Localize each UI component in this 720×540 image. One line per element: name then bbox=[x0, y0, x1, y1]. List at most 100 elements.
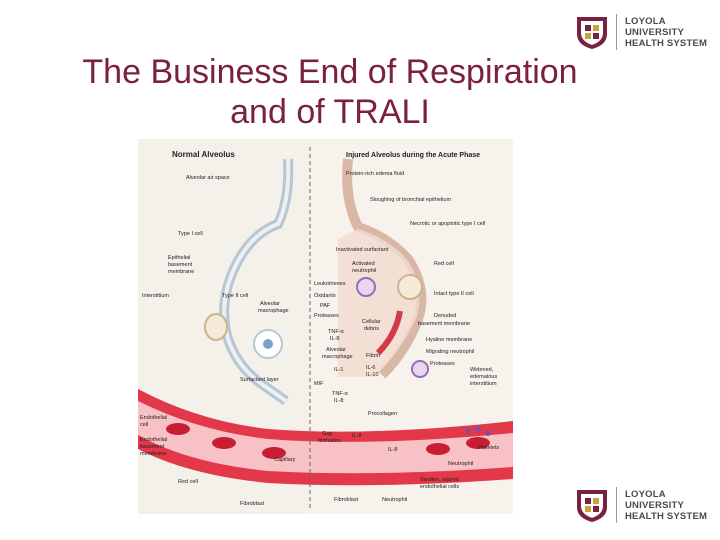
label-tnf-il8-a2: IL-8 bbox=[330, 336, 339, 342]
label-endo-bm-1: Endothelial bbox=[140, 437, 167, 443]
edema-fluid bbox=[338, 229, 420, 377]
label-il6-1: IL-6 bbox=[366, 365, 375, 371]
platelet bbox=[465, 428, 471, 434]
label-widened-3: interstitium bbox=[470, 381, 497, 387]
injured-alveolar-wall bbox=[342, 158, 427, 379]
label-widened-1: Widened, bbox=[470, 367, 494, 373]
logo-divider bbox=[616, 487, 617, 523]
label-alveolar-air-space: Alveolar air space bbox=[186, 175, 230, 181]
label-right-macrophage-1: Alveolar bbox=[326, 347, 346, 353]
type2-cell-intact bbox=[397, 274, 423, 300]
label-endo-bm-2: basement bbox=[140, 444, 165, 450]
label-inactivated-surfactant: Inactivated surfactant bbox=[336, 247, 389, 253]
label-cellular-debris-1: Cellular bbox=[362, 319, 381, 325]
right-heading: Injured Alveolus during the Acute Phase bbox=[346, 152, 480, 159]
label-cellular-debris-2: debris bbox=[364, 326, 379, 332]
macrophage-nucleus bbox=[263, 339, 273, 349]
label-red-cell: Red cell bbox=[178, 479, 198, 485]
label-oxidants: Oxidants bbox=[314, 293, 336, 299]
label-migrating: Migrating neutrophil bbox=[426, 349, 474, 355]
label-capillary: Capillary bbox=[274, 457, 296, 463]
loyola-logo-bottom: LOYOLA UNIVERSITY HEALTH SYSTEM bbox=[574, 487, 707, 523]
logo-line-1: LOYOLA bbox=[625, 15, 666, 27]
red-cell bbox=[212, 437, 236, 449]
label-protein-rich: Protein-rich edema fluid bbox=[346, 171, 404, 177]
type2-cell-normal bbox=[204, 313, 228, 341]
red-cell bbox=[466, 437, 490, 449]
label-tnf-il8-b1: TNF-α bbox=[332, 391, 349, 397]
label-alv-macrophage-1: Alveolar bbox=[260, 301, 280, 307]
label-leukotrienes: Leukotrienes bbox=[314, 281, 346, 287]
label-epithelial-bm-1: Epithelial bbox=[168, 255, 190, 261]
label-paf: PAF bbox=[320, 303, 331, 309]
red-cell bbox=[166, 423, 190, 435]
alveolus-diagram: Normal Alveolus Injured Alveolus during … bbox=[138, 139, 513, 514]
right-labels: Protein-rich edema fluid Sloughing of br… bbox=[314, 171, 499, 503]
label-proteases-b: Proteases bbox=[430, 361, 455, 367]
migrating-neutrophil bbox=[411, 360, 429, 378]
label-necrotic: Necrotic or apoptotic type I cell bbox=[410, 221, 485, 227]
loyola-crest-icon bbox=[577, 17, 607, 49]
label-epithelial-bm-2: basement bbox=[168, 262, 193, 268]
label-surfactant-layer: Surfactant layer bbox=[240, 377, 279, 383]
label-right-fibroblast: Fibroblast bbox=[334, 497, 359, 503]
label-activated-neutrophil-1: Activated bbox=[352, 261, 375, 267]
logo-line-3: HEALTH SYSTEM bbox=[625, 510, 708, 522]
activated-neutrophil bbox=[356, 277, 376, 297]
logo-divider bbox=[616, 14, 617, 50]
label-neutrophil: Neutrophil bbox=[448, 461, 473, 467]
label-type2-cell: Type II cell bbox=[222, 293, 248, 299]
platelet bbox=[485, 430, 491, 436]
label-type1-cell: Type I cell bbox=[178, 231, 203, 237]
capillary-lumen bbox=[138, 401, 513, 474]
label-swollen-2: endothelial cells bbox=[420, 484, 459, 490]
label-right-macrophage-2: macrophage bbox=[322, 354, 353, 360]
label-gap-2: formation bbox=[318, 438, 341, 444]
label-intact-type2: Intact type II cell bbox=[434, 291, 474, 297]
logo-text: LOYOLA UNIVERSITY HEALTH SYSTEM bbox=[625, 489, 707, 522]
label-il8-b: IL-8 bbox=[388, 447, 397, 453]
title-line-1: The Business End of Respiration bbox=[82, 53, 578, 91]
label-hyaline: Hyaline membrane bbox=[426, 337, 472, 343]
label-denuded-2: basement membrane bbox=[418, 321, 470, 327]
label-alv-macrophage-2: macrophage bbox=[258, 308, 289, 314]
left-labels: Alveolar air space Type I cell Epithelia… bbox=[140, 175, 296, 507]
logo-line-3: HEALTH SYSTEM bbox=[625, 37, 708, 49]
loyola-crest-icon bbox=[577, 490, 607, 522]
logo-text: LOYOLA UNIVERSITY HEALTH SYSTEM bbox=[625, 16, 707, 49]
normal-alveolar-wall-inner bbox=[222, 158, 291, 403]
label-proteases: Proteases bbox=[314, 313, 339, 319]
title-line-2: and of TRALI bbox=[230, 93, 430, 131]
red-cell bbox=[262, 447, 286, 459]
label-gap-1: Gap bbox=[322, 431, 332, 437]
label-activated-neutrophil-2: neutrophil bbox=[352, 268, 376, 274]
label-fibrin: Fibrin bbox=[366, 353, 380, 359]
label-platelets: Platelets bbox=[478, 445, 499, 451]
label-il8-a: IL-8 bbox=[352, 433, 361, 439]
label-swollen-1: Swollen, injured bbox=[420, 477, 459, 483]
logo-line-2: UNIVERSITY bbox=[625, 26, 685, 38]
label-tnf-il8-b2: IL-8 bbox=[334, 398, 343, 404]
label-procollagen: Procollagen bbox=[368, 411, 397, 417]
logo-line-2: UNIVERSITY bbox=[625, 499, 685, 511]
label-endo-bm-3: membrane bbox=[140, 451, 166, 457]
loyola-logo-top: LOYOLA UNIVERSITY HEALTH SYSTEM bbox=[574, 14, 707, 50]
label-denuded-1: Denuded bbox=[434, 313, 456, 319]
label-neutrophil-b: Neutrophil bbox=[382, 497, 407, 503]
label-sloughing: Sloughing of bronchial epithelium bbox=[370, 197, 451, 203]
slide-title: The Business End of Respiration and of T… bbox=[30, 52, 630, 132]
label-tnf-il8-a1: TNF-α bbox=[328, 329, 345, 335]
platelet bbox=[475, 426, 481, 432]
label-interstitium: Interstitium bbox=[142, 293, 169, 299]
label-endothelial-2: cell bbox=[140, 422, 148, 428]
label-epithelial-bm-3: membrane bbox=[168, 269, 194, 275]
red-cell bbox=[426, 443, 450, 455]
label-mif: MIF bbox=[314, 381, 324, 387]
label-fibroblast: Fibroblast bbox=[240, 501, 265, 507]
left-heading: Normal Alveolus bbox=[172, 150, 235, 159]
label-il1: IL-1 bbox=[334, 367, 343, 373]
label-widened-2: edematous bbox=[470, 374, 497, 380]
label-right-red-cell: Red cell bbox=[434, 261, 454, 267]
label-endothelial-1: Endothelial bbox=[140, 415, 167, 421]
logo-line-1: LOYOLA bbox=[625, 488, 666, 500]
